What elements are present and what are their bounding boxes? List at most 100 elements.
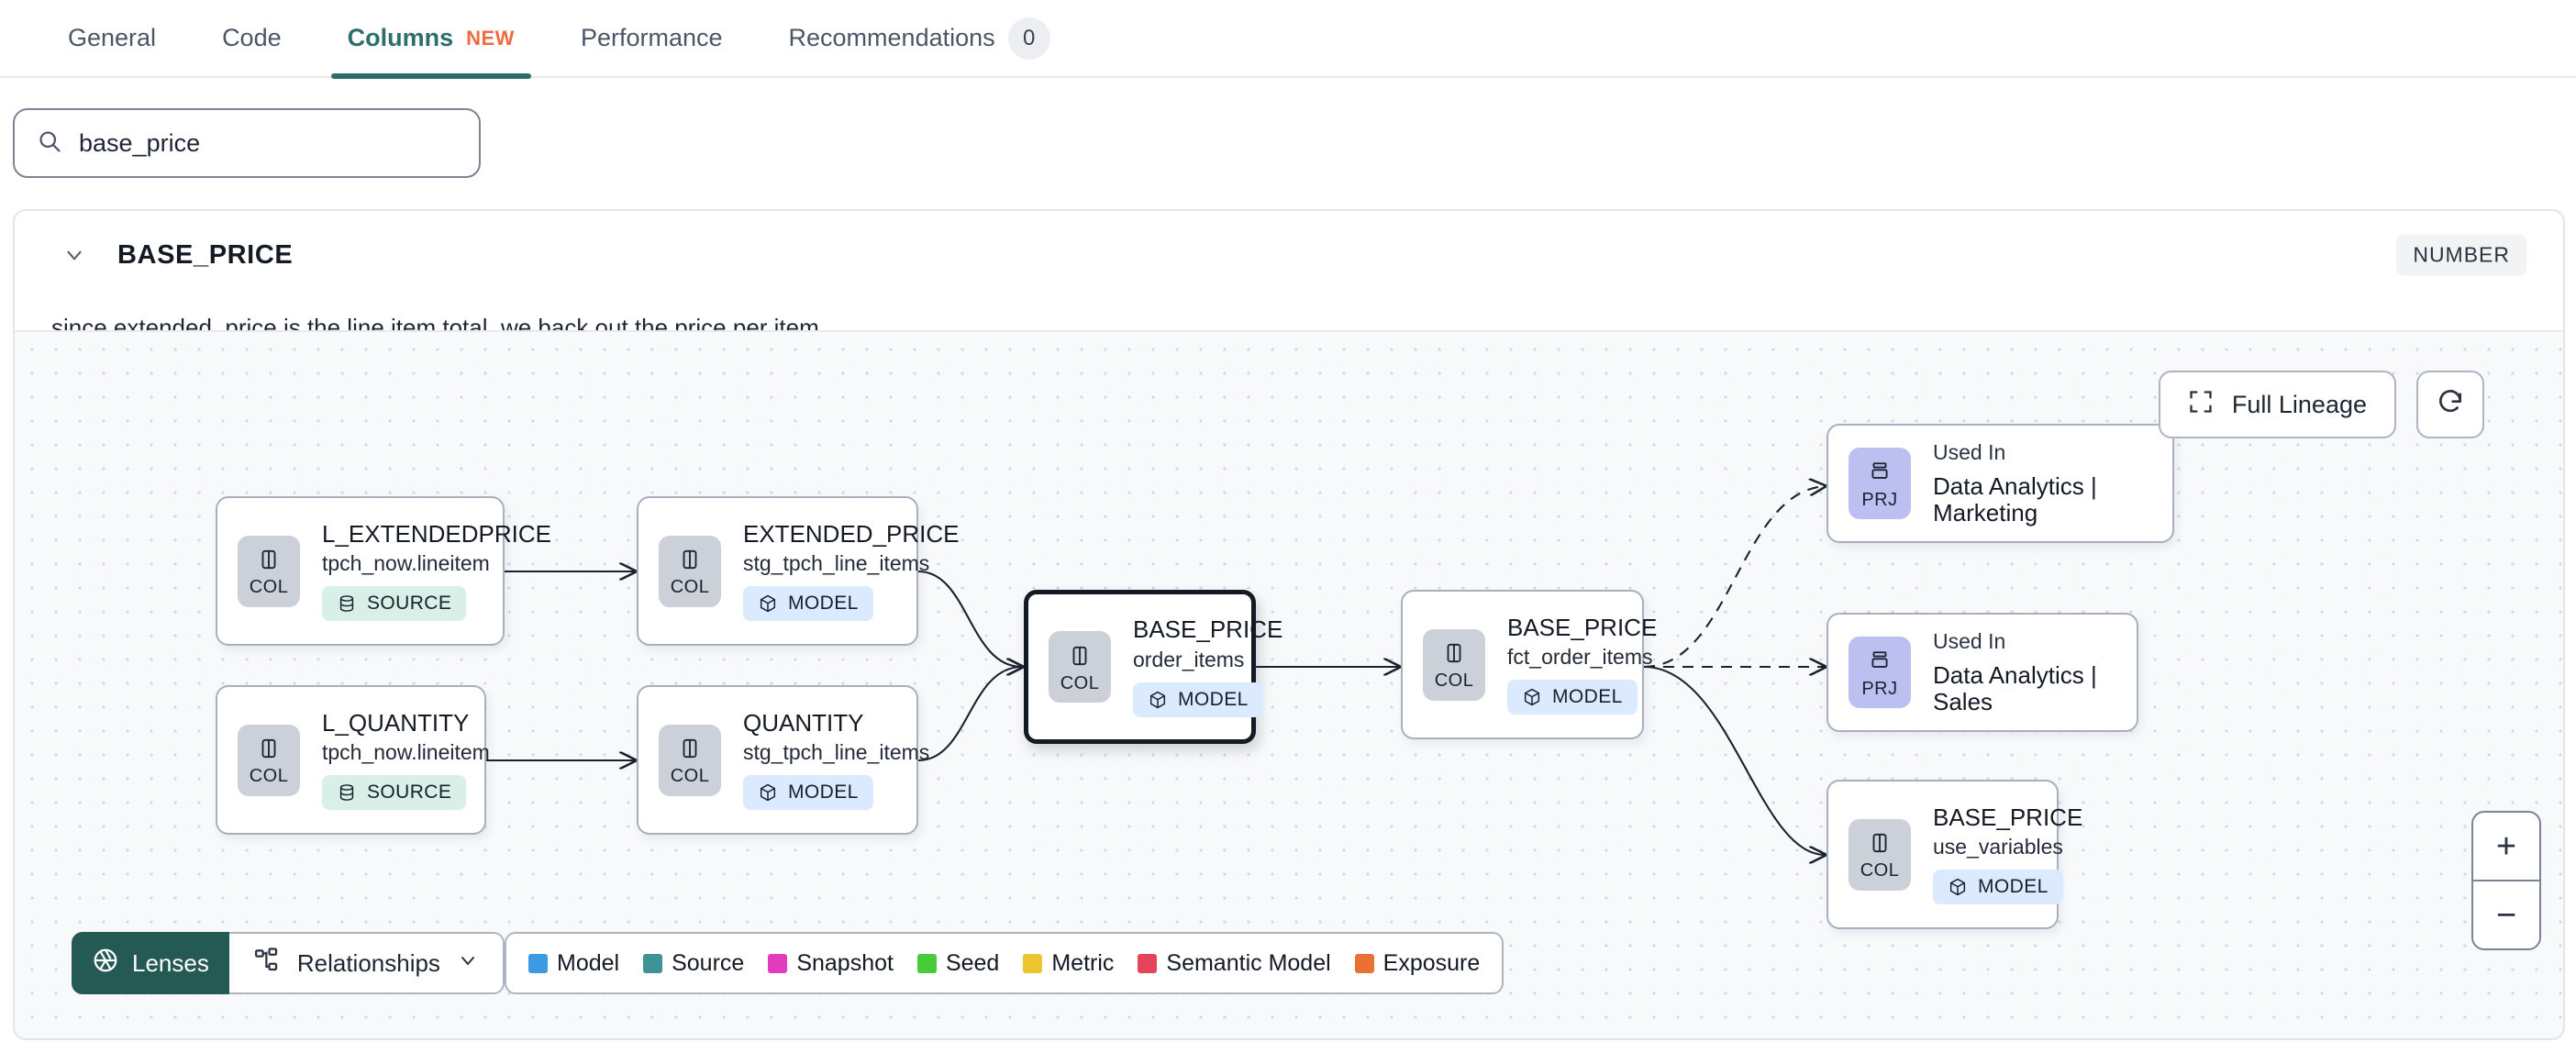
tab-recommendations[interactable]: Recommendations 0 (756, 0, 1083, 77)
node-subtitle: Data Analytics | Marketing (1933, 472, 2097, 526)
node-type-tag-label: MODEL (788, 781, 859, 804)
lenses-label: Lenses (132, 948, 209, 977)
column-type-badge: NUMBER (2396, 234, 2526, 276)
search-box[interactable] (13, 108, 481, 178)
tab-label: Performance (580, 24, 723, 51)
tab-general[interactable]: General (35, 0, 189, 77)
project-icon (1868, 646, 1892, 677)
project-badge: PRJ (1849, 637, 1911, 708)
column-badge: COL (238, 535, 300, 607)
legend-label: Source (672, 949, 745, 976)
column-icon (257, 544, 281, 575)
column-badge: COL (1049, 631, 1111, 703)
node-title: QUANTITY (743, 708, 864, 737)
model-icon (1522, 687, 1542, 707)
legend-label: Seed (945, 949, 1000, 976)
source-icon (337, 593, 357, 614)
legend-swatch (768, 953, 788, 973)
legend-label: Model (557, 949, 620, 976)
legend-label: Metric (1051, 949, 1115, 976)
lineage-node-prj_marketing[interactable]: PRJ Used In Data Analytics | Marketing (1827, 424, 2174, 543)
chevron-down-icon[interactable] (61, 241, 88, 269)
full-lineage-button[interactable]: Full Lineage (2158, 371, 2396, 438)
legend-swatch (528, 953, 548, 973)
legend-swatch (643, 953, 663, 973)
node-type-tag: MODEL (1507, 680, 1638, 715)
legend-swatch (1023, 953, 1043, 973)
column-header: BASE_PRICE NUMBER (15, 211, 2563, 299)
node-subtitle: use_variables (1933, 835, 2063, 859)
project-badge: PRJ (1849, 448, 1911, 519)
expand-icon (2188, 389, 2214, 421)
legend-swatch (1354, 953, 1374, 973)
node-title: EXTENDED_PRICE (743, 519, 960, 548)
node-title: L_EXTENDEDPRICE (322, 519, 551, 548)
tab-code[interactable]: Code (189, 0, 315, 77)
node-badge-label: COL (1860, 860, 1900, 881)
tab-bar: General Code Columns NEW Performance Rec… (0, 0, 2576, 79)
node-type-tag-label: MODEL (788, 593, 859, 615)
legend-item: Semantic Model (1138, 950, 1331, 977)
lineage-edges (486, 332, 2563, 1038)
node-subtitle: stg_tpch_line_items (743, 551, 930, 576)
node-type-tag: SOURCE (322, 586, 467, 622)
legend-item: Snapshot (768, 950, 894, 977)
column-badge: COL (659, 724, 721, 796)
legend-swatch (916, 953, 937, 973)
search-input[interactable] (79, 110, 457, 176)
node-badge-label: COL (670, 577, 710, 597)
node-title: L_QUANTITY (322, 708, 470, 737)
lens-group: Lenses Relationships (72, 932, 505, 994)
zoom-controls[interactable]: + − (2471, 811, 2541, 950)
tab-label: Code (222, 24, 282, 51)
node-subtitle: fct_order_items (1507, 645, 1653, 670)
node-type-tag: MODEL (1133, 682, 1263, 717)
node-badge-label: COL (1434, 671, 1474, 691)
column-icon (1868, 827, 1892, 859)
chevron-down-icon (457, 949, 479, 978)
column-badge: COL (238, 724, 300, 796)
aperture-icon (92, 947, 119, 981)
column-badge: COL (659, 535, 721, 607)
tab-label: General (68, 24, 157, 51)
zoom-in-button[interactable]: + (2473, 813, 2539, 881)
refresh-icon (2436, 388, 2465, 422)
legend-label: Exposure (1382, 949, 1481, 976)
node-subtitle: Data Analytics | Sales (1933, 661, 2097, 715)
node-type-tag: MODEL (1933, 870, 2063, 905)
refresh-button[interactable] (2416, 371, 2484, 438)
tab-label: Recommendations (788, 24, 995, 51)
column-badge: COL (1849, 818, 1911, 891)
search-icon (37, 128, 62, 159)
tab-columns[interactable]: Columns NEW (315, 0, 548, 79)
column-icon (1442, 637, 1466, 669)
relationships-dropdown[interactable]: Relationships (228, 932, 505, 994)
legend-item: Exposure (1354, 949, 1481, 977)
tab-performance[interactable]: Performance (548, 0, 756, 77)
full-lineage-label: Full Lineage (2231, 390, 2367, 418)
node-type-tag-label: MODEL (1552, 686, 1623, 708)
column-detail-card: BASE_PRICE NUMBER since extended_price i… (13, 209, 2565, 1040)
node-subtitle: order_items (1133, 647, 1245, 671)
lenses-button[interactable]: Lenses (72, 932, 229, 994)
zoom-out-button[interactable]: − (2495, 895, 2517, 935)
node-type-tag: SOURCE (322, 775, 467, 811)
node-title: BASE_PRICE (1933, 803, 2083, 831)
node-subtitle: tpch_now.lineitem (322, 551, 490, 576)
page-title: BASE_PRICE (117, 239, 294, 270)
node-title: Used In (1933, 439, 2006, 464)
